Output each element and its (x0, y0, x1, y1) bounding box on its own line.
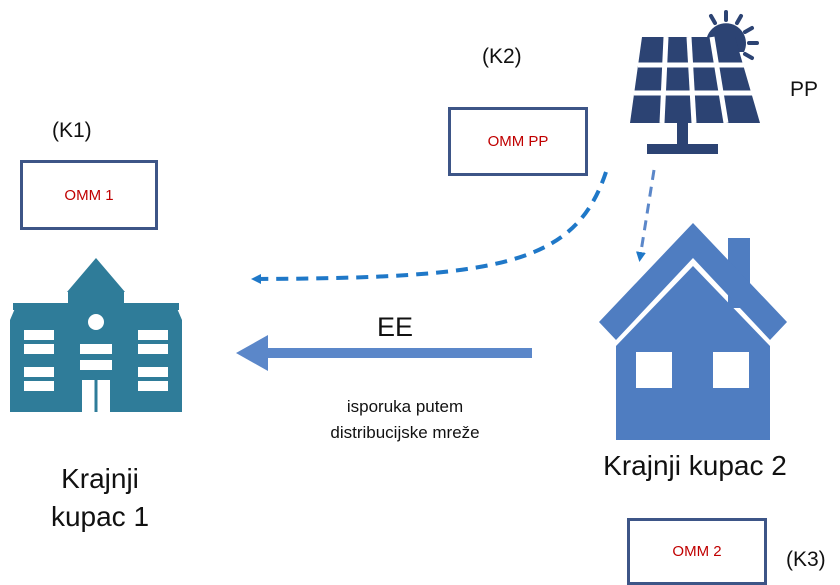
school-windows (24, 314, 168, 412)
meter-omm-1-label: OMM 1 (64, 186, 114, 204)
dashed-flow-to-customer1 (251, 171, 608, 284)
meter-omm-pp-label: OMM PP (487, 133, 549, 150)
meter-omm-1: OMM 1 (20, 160, 158, 230)
label-k1: (K1) (52, 119, 92, 142)
meter-omm-2-label: OMM 2 (672, 543, 722, 560)
customer-1-label: Krajnji kupac 1 (20, 460, 180, 536)
house-icon (599, 223, 787, 440)
delivery-text: isporuka putem distribucijske mreže (280, 394, 530, 446)
meter-omm-pp: OMM PP (448, 107, 588, 176)
dashed-flow-to-customer2 (636, 169, 656, 262)
customer-1-label-line2: kupac 1 (50, 501, 150, 532)
meter-omm-2: OMM 2 (627, 518, 767, 585)
label-k2: (K2) (482, 45, 522, 68)
solar-panel-sun-icon (630, 10, 760, 154)
ee-delivery-arrow (236, 335, 532, 371)
delivery-text-line2: distribucijske mreže (330, 423, 480, 442)
label-pp: PP (790, 78, 819, 101)
customer-2-label: Krajnji kupac 2 (603, 450, 787, 481)
label-ee: EE (376, 312, 414, 342)
customer-1-label-line1: Krajnji (61, 463, 139, 494)
label-k3: (K3) (786, 548, 826, 571)
delivery-text-line1: isporuka putem (346, 397, 464, 416)
